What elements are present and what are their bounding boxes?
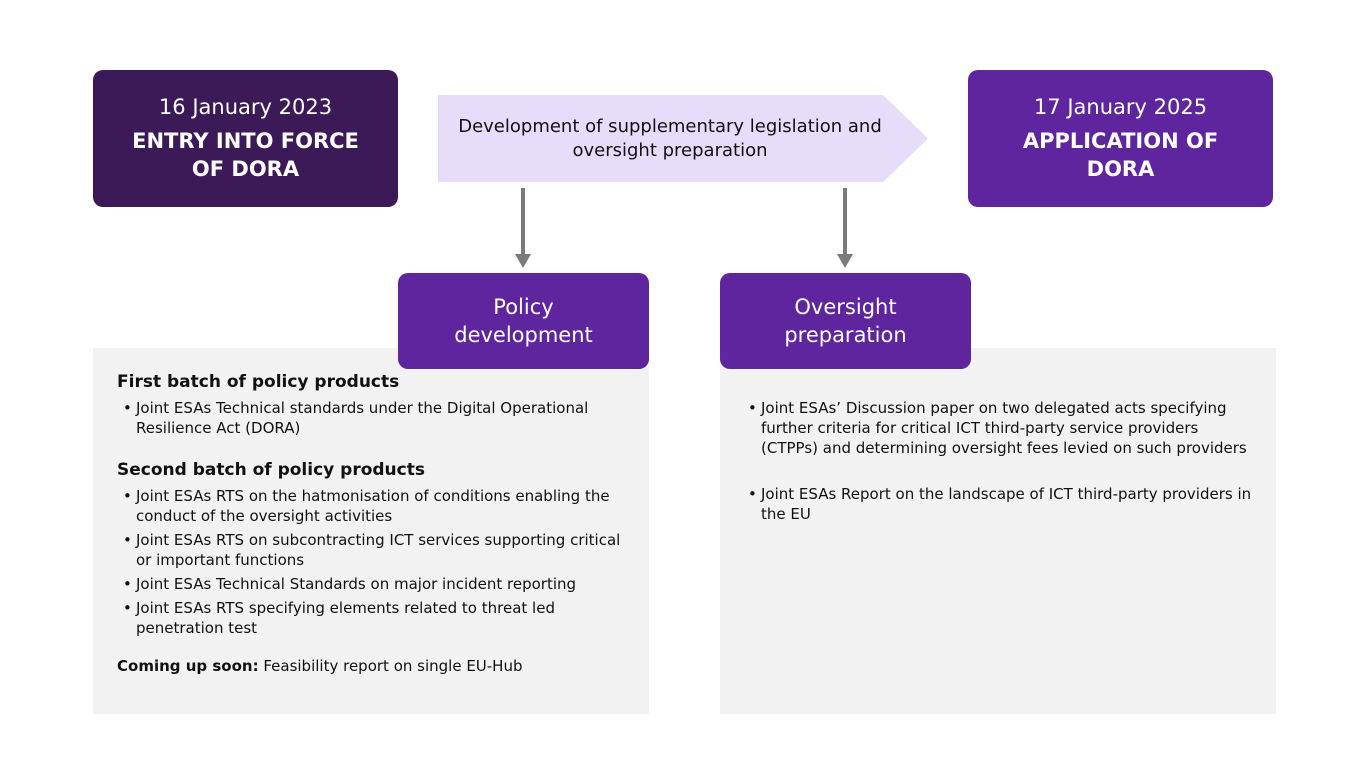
second-batch-heading: Second batch of policy products bbox=[117, 460, 425, 480]
list-item: Joint ESAs Report on the landscape of IC… bbox=[742, 484, 1252, 524]
entry-into-force-box: 16 January 2023 ENTRY INTO FORCE OF DORA bbox=[93, 70, 398, 207]
application-label: APPLICATION OF DORA bbox=[1022, 128, 1219, 181]
list-item: Joint ESAs Technical standards under the… bbox=[117, 398, 637, 438]
down-arrow-icon-policy bbox=[515, 188, 531, 268]
application-box: 17 January 2025 APPLICATION OF DORA bbox=[968, 70, 1273, 207]
oversight-tab-label: Oversight preparation bbox=[784, 295, 907, 347]
down-arrow-icon-oversight bbox=[837, 188, 853, 268]
timeline-banner-arrow bbox=[438, 95, 928, 182]
banner-text: Development of supplementary legislation… bbox=[458, 115, 882, 161]
entry-label: ENTRY INTO FORCE OF DORA bbox=[132, 128, 359, 181]
oversight-list: Joint ESAs’ Discussion paper on two dele… bbox=[742, 398, 1252, 524]
coming-soon-label: Coming up soon: bbox=[117, 657, 259, 675]
second-batch-list: Joint ESAs RTS on the hatmonisation of c… bbox=[117, 486, 637, 638]
oversight-preparation-tab: Oversight preparation bbox=[720, 273, 971, 369]
coming-soon-text: Feasibility report on single EU-Hub bbox=[258, 657, 523, 675]
policy-tab-label: Policy development bbox=[454, 295, 593, 347]
entry-date: 16 January 2023 bbox=[158, 94, 333, 119]
list-item: Joint ESAs RTS on the hatmonisation of c… bbox=[117, 486, 637, 526]
coming-soon-note: Coming up soon: Feasibility report on si… bbox=[117, 656, 637, 676]
policy-content: First batch of policy products Joint ESA… bbox=[117, 372, 637, 676]
first-batch-list: Joint ESAs Technical standards under the… bbox=[117, 398, 637, 438]
list-item: Joint ESAs’ Discussion paper on two dele… bbox=[742, 398, 1252, 458]
banner-text-container: Development of supplementary legislation… bbox=[438, 95, 902, 182]
list-item: Joint ESAs RTS specifying elements relat… bbox=[117, 598, 637, 638]
list-item: Joint ESAs Technical Standards on major … bbox=[117, 574, 637, 594]
first-batch-heading: First batch of policy products bbox=[117, 372, 400, 392]
application-date: 17 January 2025 bbox=[1033, 94, 1208, 119]
list-item: Joint ESAs RTS on subcontracting ICT ser… bbox=[117, 530, 637, 570]
policy-development-tab: Policy development bbox=[398, 273, 649, 369]
oversight-content: Joint ESAs’ Discussion paper on two dele… bbox=[742, 398, 1252, 528]
